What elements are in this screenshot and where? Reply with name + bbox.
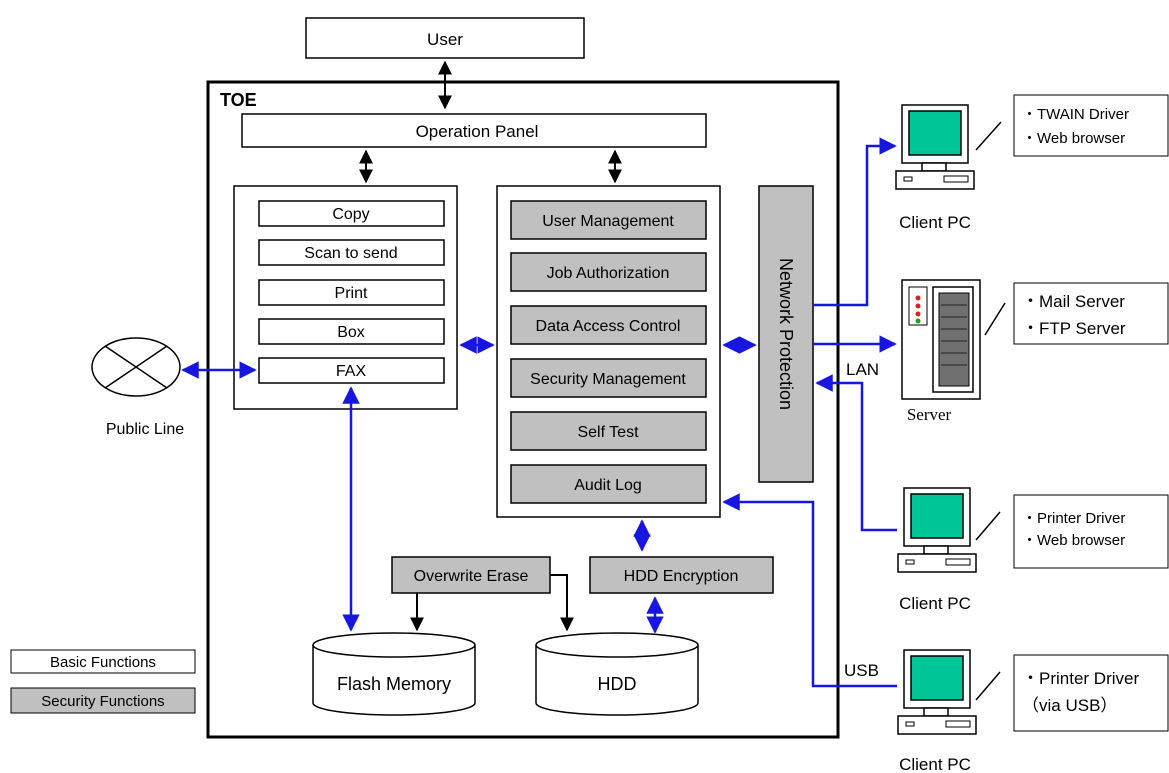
svg-text:User Management: User Management [542, 213, 674, 230]
function-box: Box [258, 318, 445, 345]
function-data-access-control: Data Access Control [510, 305, 707, 345]
client-pc-3-icon [897, 649, 977, 735]
lan-label: LAN [846, 360, 879, 379]
svg-text:・TWAIN Driver: ・TWAIN Driver [1022, 106, 1129, 123]
svg-text:Network Protection: Network Protection [776, 258, 796, 410]
security-functions-container [496, 185, 721, 518]
usb-label: USB [844, 661, 879, 680]
svg-text:・Web browser: ・Web browser [1022, 130, 1125, 147]
client3-notes: ・Printer Driver （via USB） [1013, 654, 1169, 732]
function-print: Print [258, 279, 445, 306]
hdd-storage: HDD [535, 632, 699, 716]
svg-text:HDD Encryption: HDD Encryption [624, 568, 739, 585]
function-copy: Copy [258, 200, 445, 227]
svg-text:Basic Functions: Basic Functions [50, 654, 156, 671]
svg-text:・FTP Server: ・FTP Server [1022, 319, 1126, 338]
svg-text:Flash Memory: Flash Memory [337, 674, 451, 694]
public-line-label: Public Line [106, 421, 184, 438]
toe-label: TOE [220, 90, 257, 110]
svg-text:Data Access Control: Data Access Control [536, 318, 681, 335]
client1-notes: ・TWAIN Driver ・Web browser [1013, 94, 1169, 157]
client-pc-2-label: Client PC [899, 594, 971, 613]
svg-text:Security Functions: Security Functions [41, 693, 164, 710]
svg-text:・Mail Server: ・Mail Server [1022, 292, 1125, 311]
client1-note-pointer [975, 121, 1002, 151]
server-icon [901, 279, 981, 400]
svg-text:（via USB）: （via USB） [1022, 696, 1117, 715]
client2-notes: ・Printer Driver ・Web browser [1013, 494, 1169, 569]
client-pc-1-icon [895, 104, 975, 190]
legend-security: Security Functions [10, 687, 196, 714]
svg-text:FAX: FAX [336, 363, 367, 380]
operation-panel: Operation Panel [241, 113, 707, 148]
function-security-management: Security Management [510, 358, 707, 398]
public-line-icon [91, 337, 181, 397]
toe-boundary [206, 80, 840, 739]
svg-text:HDD: HDD [598, 674, 637, 694]
server-notes: ・Mail Server ・FTP Server [1013, 282, 1169, 345]
erase-hdd-connector [550, 574, 568, 593]
svg-text:Print: Print [335, 285, 368, 302]
network-protection: Network Protection [758, 185, 814, 483]
client-pc-3-label: Client PC [899, 755, 971, 773]
svg-text:Scan to send: Scan to send [304, 245, 397, 262]
user-label: User [427, 30, 463, 49]
svg-text:Overwrite Erase: Overwrite Erase [414, 568, 529, 585]
lan-client2-link [815, 374, 897, 532]
function-scan-to-send: Scan to send [258, 239, 445, 266]
overwrite-erase: Overwrite Erase [391, 556, 551, 594]
server-note-pointer [984, 302, 1006, 336]
legend-basic: Basic Functions [10, 649, 196, 674]
legend: Basic Functions Security Functions [10, 649, 196, 714]
function-audit-log: Audit Log [510, 464, 707, 504]
client-pc-2-icon [897, 487, 977, 573]
svg-text:Box: Box [337, 324, 365, 341]
user-box: User [305, 17, 585, 59]
function-user-management: User Management [510, 200, 707, 240]
flash-memory: Flash Memory [312, 632, 476, 716]
security-functions: User Management Job Authorization Data A… [510, 200, 707, 504]
svg-text:・Printer Driver: ・Printer Driver [1022, 669, 1139, 688]
operation-panel-label: Operation Panel [416, 122, 539, 141]
function-fax: FAX [258, 357, 445, 384]
server-label: Server [907, 405, 952, 424]
client3-note-pointer [975, 671, 1001, 701]
function-self-test: Self Test [510, 411, 707, 451]
svg-text:Self Test: Self Test [577, 424, 639, 441]
svg-text:・Printer Driver: ・Printer Driver [1022, 510, 1125, 527]
usb-client3-link [722, 493, 897, 688]
svg-text:Security Management: Security Management [530, 371, 686, 388]
svg-text:Job Authorization: Job Authorization [547, 265, 670, 282]
svg-text:・Web browser: ・Web browser [1022, 532, 1125, 549]
svg-text:Audit Log: Audit Log [574, 477, 642, 494]
client2-note-pointer [975, 511, 1001, 541]
client-pc-1-label: Client PC [899, 213, 971, 232]
svg-text:Copy: Copy [332, 206, 369, 223]
function-job-authorization: Job Authorization [510, 252, 707, 292]
lan-client1-link [813, 137, 897, 307]
basic-functions: Copy Scan to send Print Box FAX [258, 200, 445, 384]
hdd-encryption: HDD Encryption [589, 556, 774, 594]
